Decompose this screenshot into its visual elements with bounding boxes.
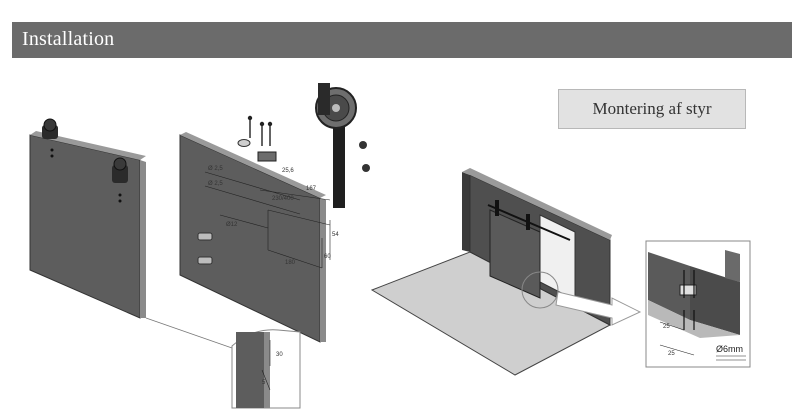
dimension-label: 167 <box>306 186 317 192</box>
dimension-label: 25 <box>668 351 675 357</box>
dimension-label: 230/400 <box>272 196 294 202</box>
dimension-label: 54 <box>332 232 339 238</box>
hanger-strap-icon <box>315 83 357 208</box>
washer-icon <box>237 139 251 147</box>
hanger-wheel-icon <box>42 118 58 139</box>
dimension-label: 5 <box>262 380 266 386</box>
dimension-label: 25 <box>663 324 670 330</box>
room-installation-scene <box>370 168 642 376</box>
dimension-label: Ø 2,5 <box>208 181 223 187</box>
spec-label: Ø6mm <box>716 344 743 354</box>
header-title: Installation <box>22 28 115 50</box>
nut-icon <box>359 141 370 172</box>
door-with-hangers-diagram <box>29 118 146 319</box>
dimension-label: 60 <box>324 254 331 260</box>
hanger-wheel-icon <box>112 157 128 183</box>
bracket-icon <box>257 151 277 162</box>
floor-guide-icon <box>679 270 697 330</box>
bolt-icon <box>197 232 213 265</box>
edge-detail-callout: 30 5 <box>145 317 301 409</box>
mounting-guide-label: Montering af styr <box>558 89 746 129</box>
dimension-label: 30 <box>276 352 283 358</box>
dimension-label: Ø 2,5 <box>208 166 223 172</box>
floor-guide-detail: 25 25 Ø6mm <box>645 240 751 368</box>
header-bar: Installation <box>12 22 792 58</box>
dimension-label: 180 <box>285 260 296 266</box>
screw-icon <box>247 115 273 146</box>
dimension-label: 25,6 <box>282 168 294 174</box>
door-exploded-diagram: Ø 2,5 Ø 2,5 Ø12 25,6 167 230/400 54 60 1… <box>179 83 370 343</box>
dimension-label: Ø12 <box>226 222 238 228</box>
